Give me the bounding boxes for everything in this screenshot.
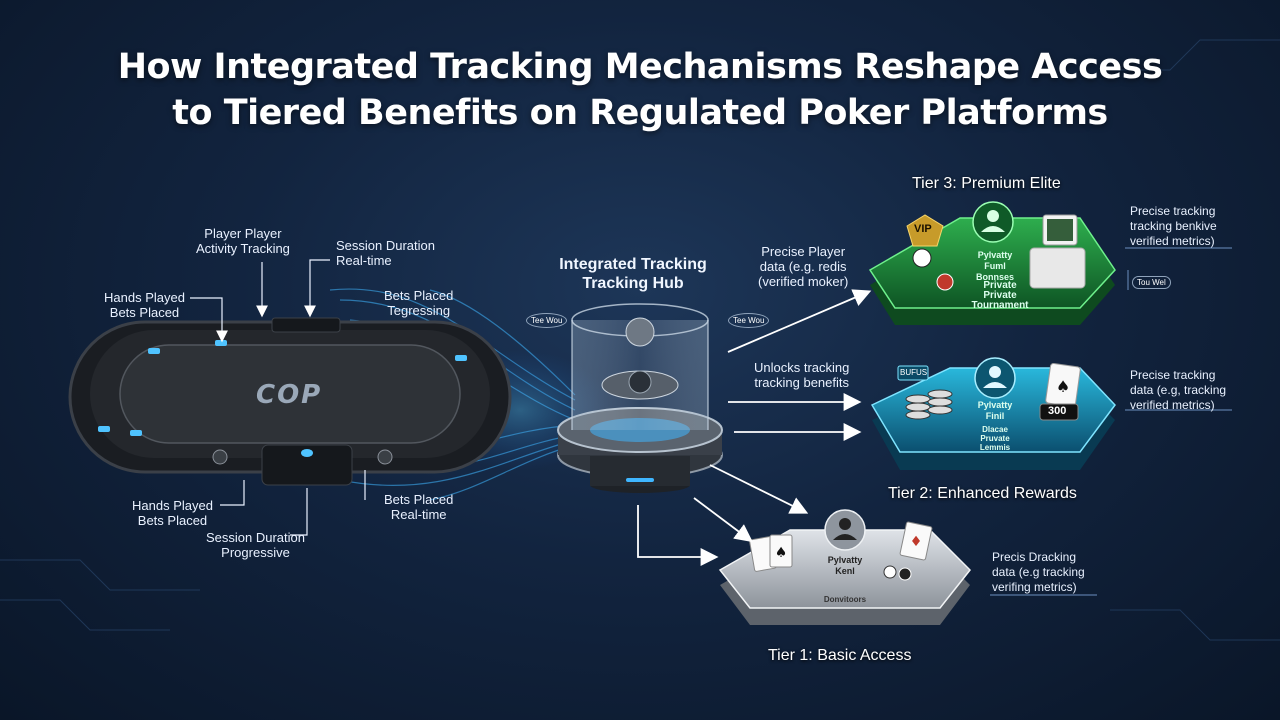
- vip-badge: VIP: [914, 223, 932, 235]
- tier2-chip-value: 300: [1048, 405, 1067, 417]
- tier3-plate-text: Pylvatty Fuml Bonnses: [975, 250, 1014, 282]
- poker-table: [68, 317, 512, 486]
- title-line-2: to Tiered Benefits on Regulated Poker Pl…: [172, 93, 1108, 133]
- flow-arrows: [637, 289, 872, 566]
- tier1-plate: ♠ ♦: [718, 509, 972, 625]
- tier2-note: Precise tracking data (e.g, tracking ver…: [1130, 368, 1227, 412]
- flow-label-tier3: Precise Player data (e.g. redis (verifie…: [758, 244, 849, 289]
- svg-text:♠: ♠: [775, 545, 788, 561]
- hub-tag-right: Tee Wou: [728, 313, 770, 328]
- flow-label-tier2: Unlocks tracking tracking benefits: [754, 360, 850, 390]
- tier1-title: Tier 1: Basic Access: [768, 647, 912, 664]
- circuit-lines: [0, 39, 1280, 641]
- tier3-title: Tier 3: Premium Elite: [912, 175, 1061, 192]
- table-logo: COP: [256, 380, 323, 410]
- title-line-1: How Integrated Tracking Mechanisms Resha…: [117, 47, 1163, 87]
- tier2-title: Tier 2: Enhanced Rewards: [888, 485, 1077, 502]
- tier3-note: Precise tracking tracking benkive verifi…: [1130, 204, 1217, 248]
- page-title: How Integrated Tracking Mechanisms Resha…: [0, 44, 1280, 136]
- tier3-plate: [868, 201, 1116, 325]
- label-session-top: Session Duration Real-time: [336, 238, 435, 268]
- note-lines: [990, 247, 1232, 596]
- tier1-plate-text: Pylvatty Kenl: [827, 555, 863, 576]
- label-pointers: [190, 259, 366, 536]
- chip-stack: [905, 389, 953, 420]
- label-player-activity: Player Player Activity Tracking: [196, 226, 290, 256]
- tier2-plate-text-2: Dlacae Pruvate Lemmis: [979, 425, 1011, 452]
- label-hands-top: Hands Played Bets Placed: [104, 290, 185, 320]
- tier1-plate-footer: Donvitoors: [823, 595, 867, 604]
- hub-tag-left: Tee Wou: [526, 313, 568, 328]
- tracking-hub: [557, 303, 723, 493]
- tier2-plate: ♠: [870, 357, 1116, 470]
- tier3-tag: Tou Wel: [1132, 276, 1171, 289]
- tier3-plate-text-2: Private Private Tournament: [971, 280, 1029, 311]
- svg-text:♠: ♠: [1056, 377, 1070, 396]
- tier2-badge: BUFUS: [900, 368, 928, 377]
- label-bets-bottom: Bets Placed Real-time: [384, 492, 454, 522]
- label-session-bottom: Session Duration Progressive: [206, 530, 305, 560]
- label-bets-top: Bets Placed Tegressing: [384, 288, 454, 318]
- svg-text:♦: ♦: [910, 534, 923, 550]
- tier1-note: Precis Dracking data (e.g tracking verif…: [992, 550, 1085, 594]
- label-hands-bottom: Hands Played Bets Placed: [132, 498, 213, 528]
- hub-title: Integrated Tracking Tracking Hub: [559, 256, 707, 292]
- tier2-plate-text: Pylvatty Finil: [977, 400, 1013, 421]
